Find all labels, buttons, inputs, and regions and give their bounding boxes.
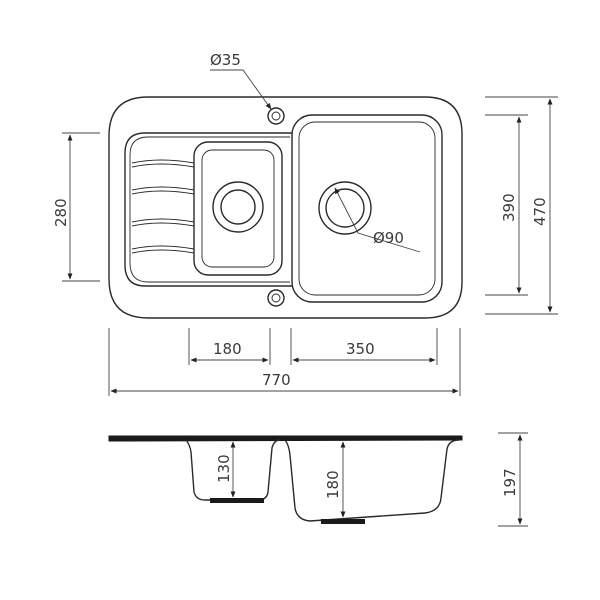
section-small-drain	[210, 498, 264, 503]
small-bowl-outer	[193, 141, 283, 276]
tap-hole-top-inner	[271, 111, 281, 121]
dimension-770: 770	[108, 328, 461, 396]
large-bowl-width-label: 350	[346, 340, 375, 358]
drainer-border	[124, 132, 292, 287]
drainer-grooves	[131, 159, 195, 254]
dimension-390: 390	[485, 114, 528, 296]
dimension-197: 197	[498, 432, 528, 527]
inner-depth-label: 390	[500, 193, 518, 222]
drainer-border-inner	[129, 136, 290, 283]
section-large-bowl	[284, 439, 460, 522]
overall-width-label: 770	[262, 371, 291, 389]
small-bowl-drain-outer	[212, 181, 264, 233]
dimension-180-depth: 180	[324, 441, 346, 518]
large-bowl-depth-label: 180	[324, 470, 342, 499]
drain-diameter-label: Ø90	[373, 229, 404, 247]
total-height-label: 197	[501, 468, 519, 497]
large-bowl-inner	[298, 121, 436, 296]
small-bowl-drain-inner	[220, 189, 256, 225]
section-top-rim	[108, 435, 463, 442]
tap-hole-diameter-label: Ø35	[210, 51, 241, 69]
tap-hole-top	[267, 107, 285, 125]
dimension-130: 130	[215, 441, 236, 498]
side-section-view	[108, 435, 463, 524]
tap-hole-bottom-inner	[271, 293, 281, 303]
overall-depth-label: 470	[531, 197, 549, 226]
large-bowl-drain-outer	[318, 181, 372, 235]
large-bowl-drain-inner	[325, 188, 365, 228]
small-bowl-inner	[201, 149, 275, 268]
dimension-180-350: 180 350	[188, 328, 438, 365]
top-view	[108, 96, 463, 319]
drain-callout: Ø90	[334, 187, 421, 253]
dimension-280: 280	[52, 132, 100, 282]
large-bowl-outer	[291, 114, 443, 303]
dimension-470: 470	[485, 96, 558, 315]
section-large-drain	[321, 519, 365, 524]
small-bowl-depth-label: 130	[215, 454, 233, 483]
tap-hole-bottom	[267, 289, 285, 307]
small-bowl-width-label: 180	[213, 340, 242, 358]
bowl-length-label: 280	[52, 198, 70, 227]
tap-hole-callout: Ø35	[210, 51, 272, 110]
sink-outer-rim	[108, 96, 463, 319]
